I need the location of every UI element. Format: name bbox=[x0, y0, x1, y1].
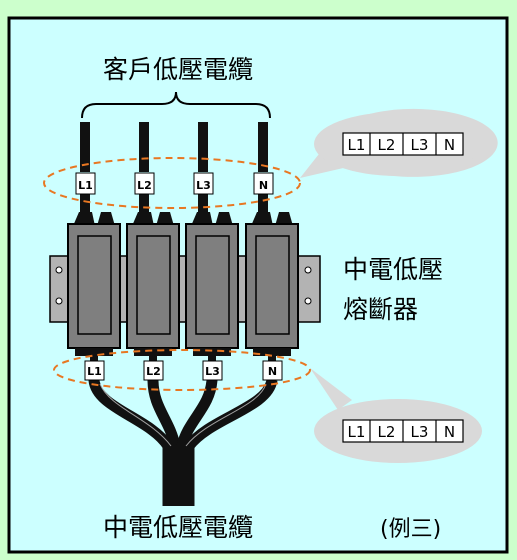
callout-cell: L2 bbox=[378, 136, 396, 154]
callout-bottom: L1 L2 L3 N bbox=[310, 368, 482, 463]
phase-tag-label: L1 bbox=[87, 365, 102, 378]
fuse-unit-n bbox=[245, 212, 299, 356]
callout-cell: L3 bbox=[411, 136, 429, 154]
top-label-outline bbox=[43, 157, 301, 209]
fuse-label-line2: 熔斷器 bbox=[343, 295, 418, 324]
phase-tag-label: N bbox=[268, 365, 277, 378]
callout-cell: L1 bbox=[348, 136, 366, 154]
bottom-label-outline bbox=[53, 349, 311, 391]
fuse-unit-l1 bbox=[67, 212, 121, 356]
phase-tag-label: L2 bbox=[146, 365, 161, 378]
phase-tag bbox=[143, 360, 164, 381]
phase-tag-label: L1 bbox=[78, 179, 93, 192]
callout-cell: L2 bbox=[378, 423, 396, 441]
phase-tag-label: L3 bbox=[196, 179, 211, 192]
fuse-units bbox=[67, 212, 299, 356]
fuse-unit-l3 bbox=[185, 212, 239, 356]
bundle-highlights bbox=[99, 383, 267, 447]
phase-tag bbox=[253, 172, 274, 195]
callout-cell: N bbox=[444, 423, 455, 441]
bottom-phase-labels: L1 L2 L3 N bbox=[84, 360, 283, 381]
phase-tag bbox=[75, 172, 96, 195]
example-label: (例三) bbox=[380, 517, 441, 542]
utility-cable-title: 中電低壓電纜 bbox=[103, 513, 253, 542]
customer-cable-title: 客戶低壓電纜 bbox=[103, 55, 253, 84]
phase-tag bbox=[84, 360, 105, 381]
callout-cell: L1 bbox=[348, 423, 366, 441]
phase-tag bbox=[262, 360, 283, 381]
phase-tag-label: L2 bbox=[137, 179, 152, 192]
fuse-label-line1: 中電低壓 bbox=[343, 255, 443, 284]
cable-tails-top bbox=[80, 194, 268, 214]
fuse-unit-l2 bbox=[126, 212, 180, 356]
phase-tag-label: L3 bbox=[205, 365, 220, 378]
phase-tag bbox=[202, 360, 223, 381]
phase-tag bbox=[134, 172, 155, 195]
top-phase-labels: L1 L2 L3 N bbox=[75, 172, 274, 195]
cable-group-brace bbox=[81, 91, 271, 119]
phase-tag-label: N bbox=[259, 179, 268, 192]
callout-cell: L3 bbox=[411, 423, 429, 441]
phase-tag bbox=[193, 172, 214, 195]
callout-top: L1 L2 L3 N bbox=[300, 108, 498, 178]
callout-cell: N bbox=[444, 136, 455, 154]
